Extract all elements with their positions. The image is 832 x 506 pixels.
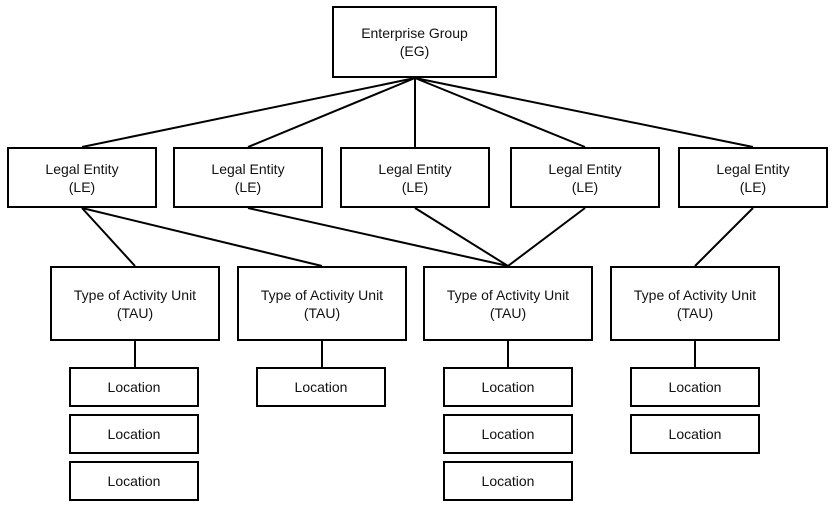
edge-le2-tau3 (247, 207, 509, 267)
node-label: Legal Entity (45, 160, 119, 177)
node-abbr: (TAU) (116, 304, 154, 321)
node-abbr: (LE) (234, 178, 262, 195)
legal-entity-node-4: Legal Entity (LE) (510, 147, 660, 208)
edge-le1-tau1 (81, 207, 136, 267)
legal-entity-node-5: Legal Entity (LE) (678, 147, 828, 208)
location-node: Location (630, 414, 760, 454)
node-abbr: (TAU) (676, 304, 714, 321)
node-abbr: (LE) (68, 178, 96, 195)
node-abbr: (TAU) (303, 304, 341, 321)
activity-unit-node-1: Type of Activity Unit (TAU) (50, 266, 220, 341)
node-label: Type of Activity Unit (260, 286, 384, 303)
edge-le4-tau3 (507, 207, 586, 267)
enterprise-group-node: Enterprise Group (EG) (332, 6, 497, 78)
edge-eg-le2 (247, 77, 416, 148)
node-abbr: (LE) (571, 178, 599, 195)
location-node: Location (256, 367, 386, 407)
legal-entity-node-1: Legal Entity (LE) (7, 147, 157, 208)
node-abbr: (LE) (401, 178, 429, 195)
node-label: Legal Entity (211, 160, 285, 177)
node-label: Enterprise Group (361, 25, 468, 41)
node-label: Type of Activity Unit (633, 286, 757, 303)
location-node: Location (69, 367, 199, 407)
location-node: Location (69, 461, 199, 501)
edge-le5-tau4 (694, 207, 754, 267)
edge-le1-tau2 (81, 207, 323, 267)
node-label: Legal Entity (716, 160, 790, 177)
edge-le3-tau3 (414, 207, 509, 267)
legal-entity-node-2: Legal Entity (LE) (173, 147, 323, 208)
edge-eg-le1 (81, 77, 416, 148)
node-label: Type of Activity Unit (446, 286, 570, 303)
activity-unit-node-2: Type of Activity Unit (TAU) (237, 266, 407, 341)
location-node: Location (443, 461, 573, 501)
node-label: Legal Entity (548, 160, 622, 177)
node-abbr: (LE) (739, 178, 767, 195)
node-label: Legal Entity (378, 160, 452, 177)
location-node: Location (443, 414, 573, 454)
location-node: Location (630, 367, 760, 407)
location-node: Location (443, 367, 573, 407)
node-label: Type of Activity Unit (73, 286, 197, 303)
node-abbr: (TAU) (489, 304, 527, 321)
node-abbr: (EG) (399, 43, 430, 59)
edge-eg-le5 (414, 77, 754, 148)
activity-unit-node-4: Type of Activity Unit (TAU) (610, 266, 780, 341)
location-node: Location (69, 414, 199, 454)
activity-unit-node-3: Type of Activity Unit (TAU) (423, 266, 593, 341)
edge-eg-le4 (414, 77, 586, 148)
legal-entity-node-3: Legal Entity (LE) (340, 147, 490, 208)
